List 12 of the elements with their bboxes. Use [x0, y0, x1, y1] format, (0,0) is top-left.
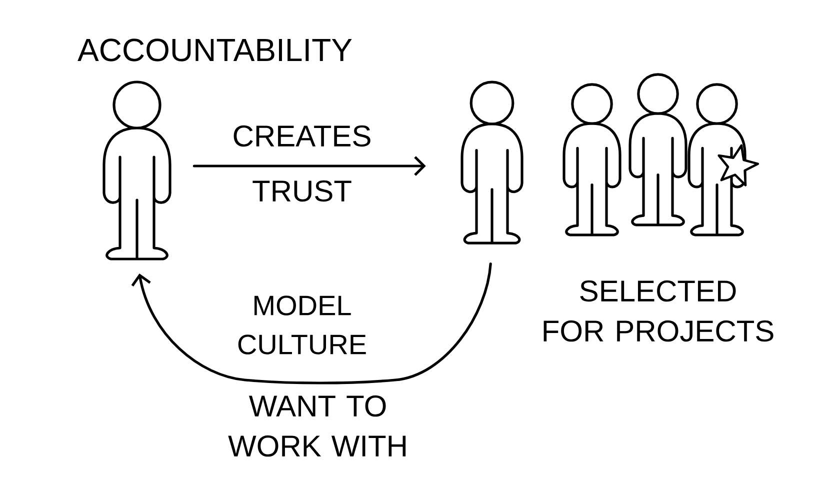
edge-label: WANT TO WORK WITH — [228, 395, 406, 457]
person-figure — [628, 73, 688, 226]
curved-arrow — [131, 262, 492, 384]
arrow — [192, 156, 426, 176]
text-label: MODEL CULTURE — [238, 296, 366, 354]
edge-label: CREATES TRUST — [234, 125, 370, 202]
person-figure — [460, 80, 524, 244]
person-figure — [688, 83, 746, 236]
person-figure — [102, 80, 172, 260]
group-caption: SELECTED FOR PROJECTS — [544, 280, 774, 342]
figure-caption: ACCOUNTABILITY — [78, 38, 352, 62]
person-figure — [562, 83, 622, 236]
